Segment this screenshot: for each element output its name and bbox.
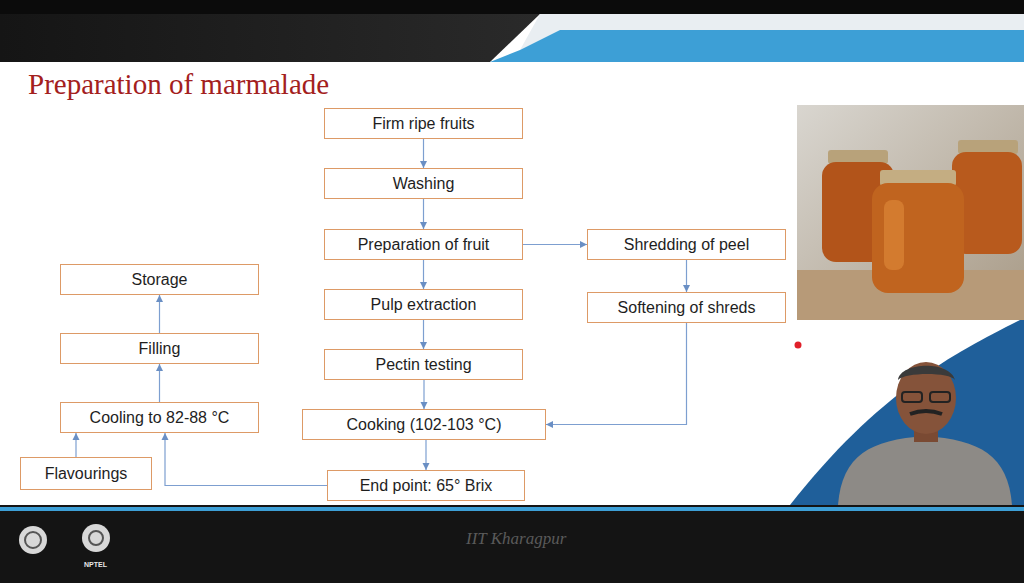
flow-arrow bbox=[159, 364, 160, 402]
process-box: Firm ripe fruits bbox=[324, 108, 523, 139]
nptel-logo bbox=[89, 531, 103, 545]
header-stripe bbox=[490, 30, 1024, 62]
nptel-logo bbox=[82, 524, 110, 552]
header-band bbox=[0, 14, 540, 62]
flow-arrow bbox=[423, 380, 424, 409]
step-label: Cooling to 82-88 °C bbox=[90, 409, 230, 427]
step-label: End point: 65° Brix bbox=[360, 477, 493, 495]
process-box: Washing bbox=[324, 168, 523, 199]
slide-title: Preparation of marmalade bbox=[28, 68, 329, 101]
step-label: Washing bbox=[393, 175, 455, 193]
process-box: Softening of shreds bbox=[587, 292, 786, 323]
step-label: Pulp extraction bbox=[371, 296, 477, 314]
flow-arrow bbox=[165, 433, 327, 486]
process-box: Shredding of peel bbox=[587, 229, 786, 260]
flow-arrow bbox=[523, 244, 587, 245]
header-band bbox=[0, 0, 1024, 14]
step-label: Flavourings bbox=[45, 465, 128, 483]
flow-arrow bbox=[425, 440, 426, 470]
step-label: Cooking (102-103 °C) bbox=[347, 416, 502, 434]
step-label: Storage bbox=[131, 271, 187, 289]
process-box: Pectin testing bbox=[324, 349, 523, 380]
process-box: End point: 65° Brix bbox=[327, 470, 525, 501]
step-label: Firm ripe fruits bbox=[372, 115, 474, 133]
process-box: Flavourings bbox=[20, 457, 152, 490]
step-label: Filling bbox=[139, 340, 181, 358]
footer-stripe bbox=[0, 507, 1024, 511]
step-label: Softening of shreds bbox=[618, 299, 756, 317]
flow-arrow bbox=[75, 433, 76, 457]
flow-arrow bbox=[546, 323, 687, 425]
process-box: Cooling to 82-88 °C bbox=[60, 402, 259, 433]
background-swoosh bbox=[790, 318, 1024, 505]
institute-logo bbox=[25, 532, 41, 548]
footer-band bbox=[0, 505, 1024, 583]
marmalade-photo bbox=[797, 105, 1024, 320]
institute-logo bbox=[19, 526, 47, 554]
process-box: Cooking (102-103 °C) bbox=[302, 409, 546, 440]
presenter-figure bbox=[838, 362, 1012, 505]
flow-arrow bbox=[423, 260, 424, 289]
process-box: Preparation of fruit bbox=[324, 229, 523, 260]
step-label: Preparation of fruit bbox=[358, 236, 490, 254]
process-box: Pulp extraction bbox=[324, 289, 523, 320]
process-box: Storage bbox=[60, 264, 259, 295]
watermark: IIT Kharagpur bbox=[466, 529, 566, 549]
flow-arrow bbox=[423, 139, 424, 168]
step-label: Pectin testing bbox=[375, 356, 471, 374]
step-label: Shredding of peel bbox=[624, 236, 749, 254]
flow-arrow bbox=[423, 320, 424, 349]
logo-caption: NPTEL bbox=[84, 561, 107, 568]
flow-arrow bbox=[159, 295, 160, 333]
flow-arrow bbox=[686, 260, 687, 292]
pointer-dot bbox=[795, 342, 802, 349]
process-box: Filling bbox=[60, 333, 259, 364]
flow-arrow bbox=[423, 199, 424, 229]
